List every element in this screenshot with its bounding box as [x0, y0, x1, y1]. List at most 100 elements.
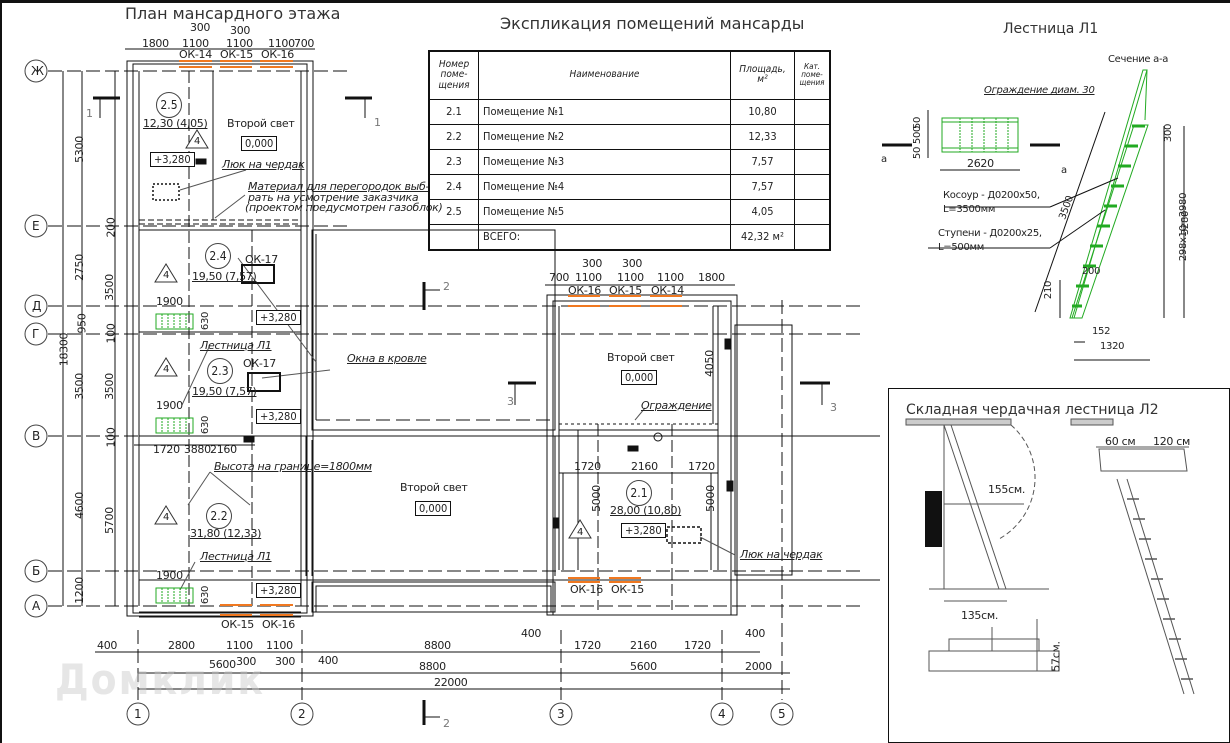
- window-label: ОК-15: [220, 48, 253, 61]
- cell-name: Помещение №4: [478, 173, 731, 200]
- section-mark: 2: [443, 717, 450, 730]
- axis-label-col: 4: [718, 707, 726, 721]
- dim: 1720: [688, 460, 715, 473]
- total-label: ВСЕГО:: [478, 223, 731, 251]
- cell-area: 12,33: [730, 123, 795, 150]
- dim: 2160: [630, 639, 657, 652]
- dim: 1720: [574, 460, 601, 473]
- dim: 1100: [226, 37, 253, 50]
- dim: 1100: [268, 37, 295, 50]
- section-label: Сечение а-а: [1108, 54, 1169, 65]
- section-mark: 2: [443, 280, 450, 293]
- stair-label: Лестница Л1: [200, 550, 272, 563]
- dim-note: 300: [236, 655, 257, 668]
- category-mark: 4: [194, 136, 201, 147]
- height-note: Высота на границе=1800мм: [214, 460, 372, 473]
- watermark: Домклик: [55, 655, 265, 704]
- dim: 2160: [210, 443, 237, 456]
- category-triangles: [154, 129, 592, 539]
- window-label: ОК-16: [570, 583, 603, 596]
- cell-num: 2.1: [428, 98, 479, 125]
- room-number-text: 2.5: [160, 98, 178, 112]
- axis-label-row: В: [32, 429, 40, 443]
- window-label: ОК-15: [611, 583, 644, 596]
- room-number-text: 2.1: [630, 486, 648, 500]
- window-label: ОК-16: [261, 48, 294, 61]
- window-label: ОК-15: [609, 284, 642, 297]
- second-light-label: Второй свет: [607, 351, 675, 364]
- window-marks: [179, 60, 682, 616]
- dim: 1720: [153, 443, 180, 456]
- axis-label-row: Д: [32, 299, 42, 313]
- dim: 1100: [617, 271, 644, 284]
- railing-label: Ограждение: [641, 399, 712, 412]
- dim: 200: [104, 217, 118, 238]
- cell-name: Помещение №3: [478, 148, 731, 175]
- dim: 120 см: [1153, 435, 1191, 448]
- dim: 1900: [156, 295, 183, 308]
- partition-note: Материал для перегородок выб-: [248, 180, 430, 193]
- section-mark: 1: [374, 116, 381, 129]
- cell-area: 7,57: [730, 148, 795, 175]
- category-mark: 4: [577, 527, 584, 538]
- cell-num: 2.2: [428, 123, 479, 150]
- dim: 100: [104, 323, 118, 344]
- cell-area: 10,80: [730, 98, 795, 125]
- dim: 1800: [698, 271, 725, 284]
- plan-title: План мансардного этажа: [125, 4, 341, 23]
- dim: 700: [549, 271, 570, 284]
- stair-l2-title: Складная чердачная лестница Л2: [906, 402, 1159, 418]
- dim: 2000: [745, 660, 772, 673]
- cell-area: 4,05: [730, 198, 795, 225]
- axis-label-col: 5: [778, 707, 786, 721]
- second-light-label: Второй свет: [227, 117, 295, 130]
- dim: 1720: [684, 639, 711, 652]
- dim: 400: [97, 639, 118, 652]
- dim: 152: [1092, 326, 1111, 337]
- dim: 950: [75, 313, 89, 334]
- cell-name: Помещение №5: [478, 198, 731, 225]
- roof-windows-label: Окна в кровле: [347, 352, 427, 365]
- axis-label-row: А: [32, 599, 40, 613]
- dim: 4050: [702, 350, 716, 377]
- dim: 300: [190, 21, 211, 34]
- cell-num: 2.4: [428, 173, 479, 200]
- dim: 5700: [102, 507, 116, 534]
- cell-num: 2.5: [428, 198, 479, 225]
- table-header-row: Номер поме- щения Наименование Площадь, …: [428, 50, 831, 100]
- dim-note: 400: [318, 654, 339, 667]
- dim: 50: [912, 146, 924, 160]
- window-label: ОК-15: [221, 618, 254, 631]
- cell-area: 7,57: [730, 173, 795, 200]
- level-mark: 0,000: [241, 136, 278, 151]
- cell-cat: [794, 148, 831, 175]
- axis-label-col: 3: [557, 707, 565, 721]
- stair-l1-drawing: [882, 69, 1185, 361]
- header-category: Кат. поме- щения: [794, 50, 831, 100]
- table-total-row: ВСЕГО:42,32 м²: [428, 223, 831, 251]
- cell-cat: [794, 98, 831, 125]
- dim: 5000: [703, 485, 717, 512]
- dim-total: 18300: [57, 332, 71, 367]
- cell-empty: [428, 223, 479, 251]
- steps-label: Ступени - Д0200х25,: [938, 228, 1042, 239]
- dim: 4600: [72, 492, 86, 519]
- dim: 1100: [575, 271, 602, 284]
- room-area: 19,50 (7,57): [192, 385, 257, 398]
- explication-table: Номер поме- щения Наименование Площадь, …: [428, 50, 831, 251]
- dim: 1100: [182, 37, 209, 50]
- room-number-2-1: 2.1: [626, 480, 652, 506]
- dim: 3500: [102, 373, 116, 400]
- room-number-2-4: 2.4: [205, 243, 231, 269]
- axis-label-row: Г: [32, 327, 40, 341]
- header-number: Номер поме- щения: [428, 50, 479, 100]
- dim: 1320: [1100, 341, 1125, 352]
- hatch-label: Люк на чердак: [740, 548, 823, 561]
- dim: 3500: [72, 373, 86, 400]
- dim: 5300: [72, 136, 86, 163]
- dim: 60 см: [1105, 435, 1136, 448]
- stringer-label: Косоур - Д0200х50,: [943, 190, 1040, 201]
- dim: 300: [230, 24, 251, 37]
- stair-l1-title: Лестница Л1: [1003, 21, 1099, 37]
